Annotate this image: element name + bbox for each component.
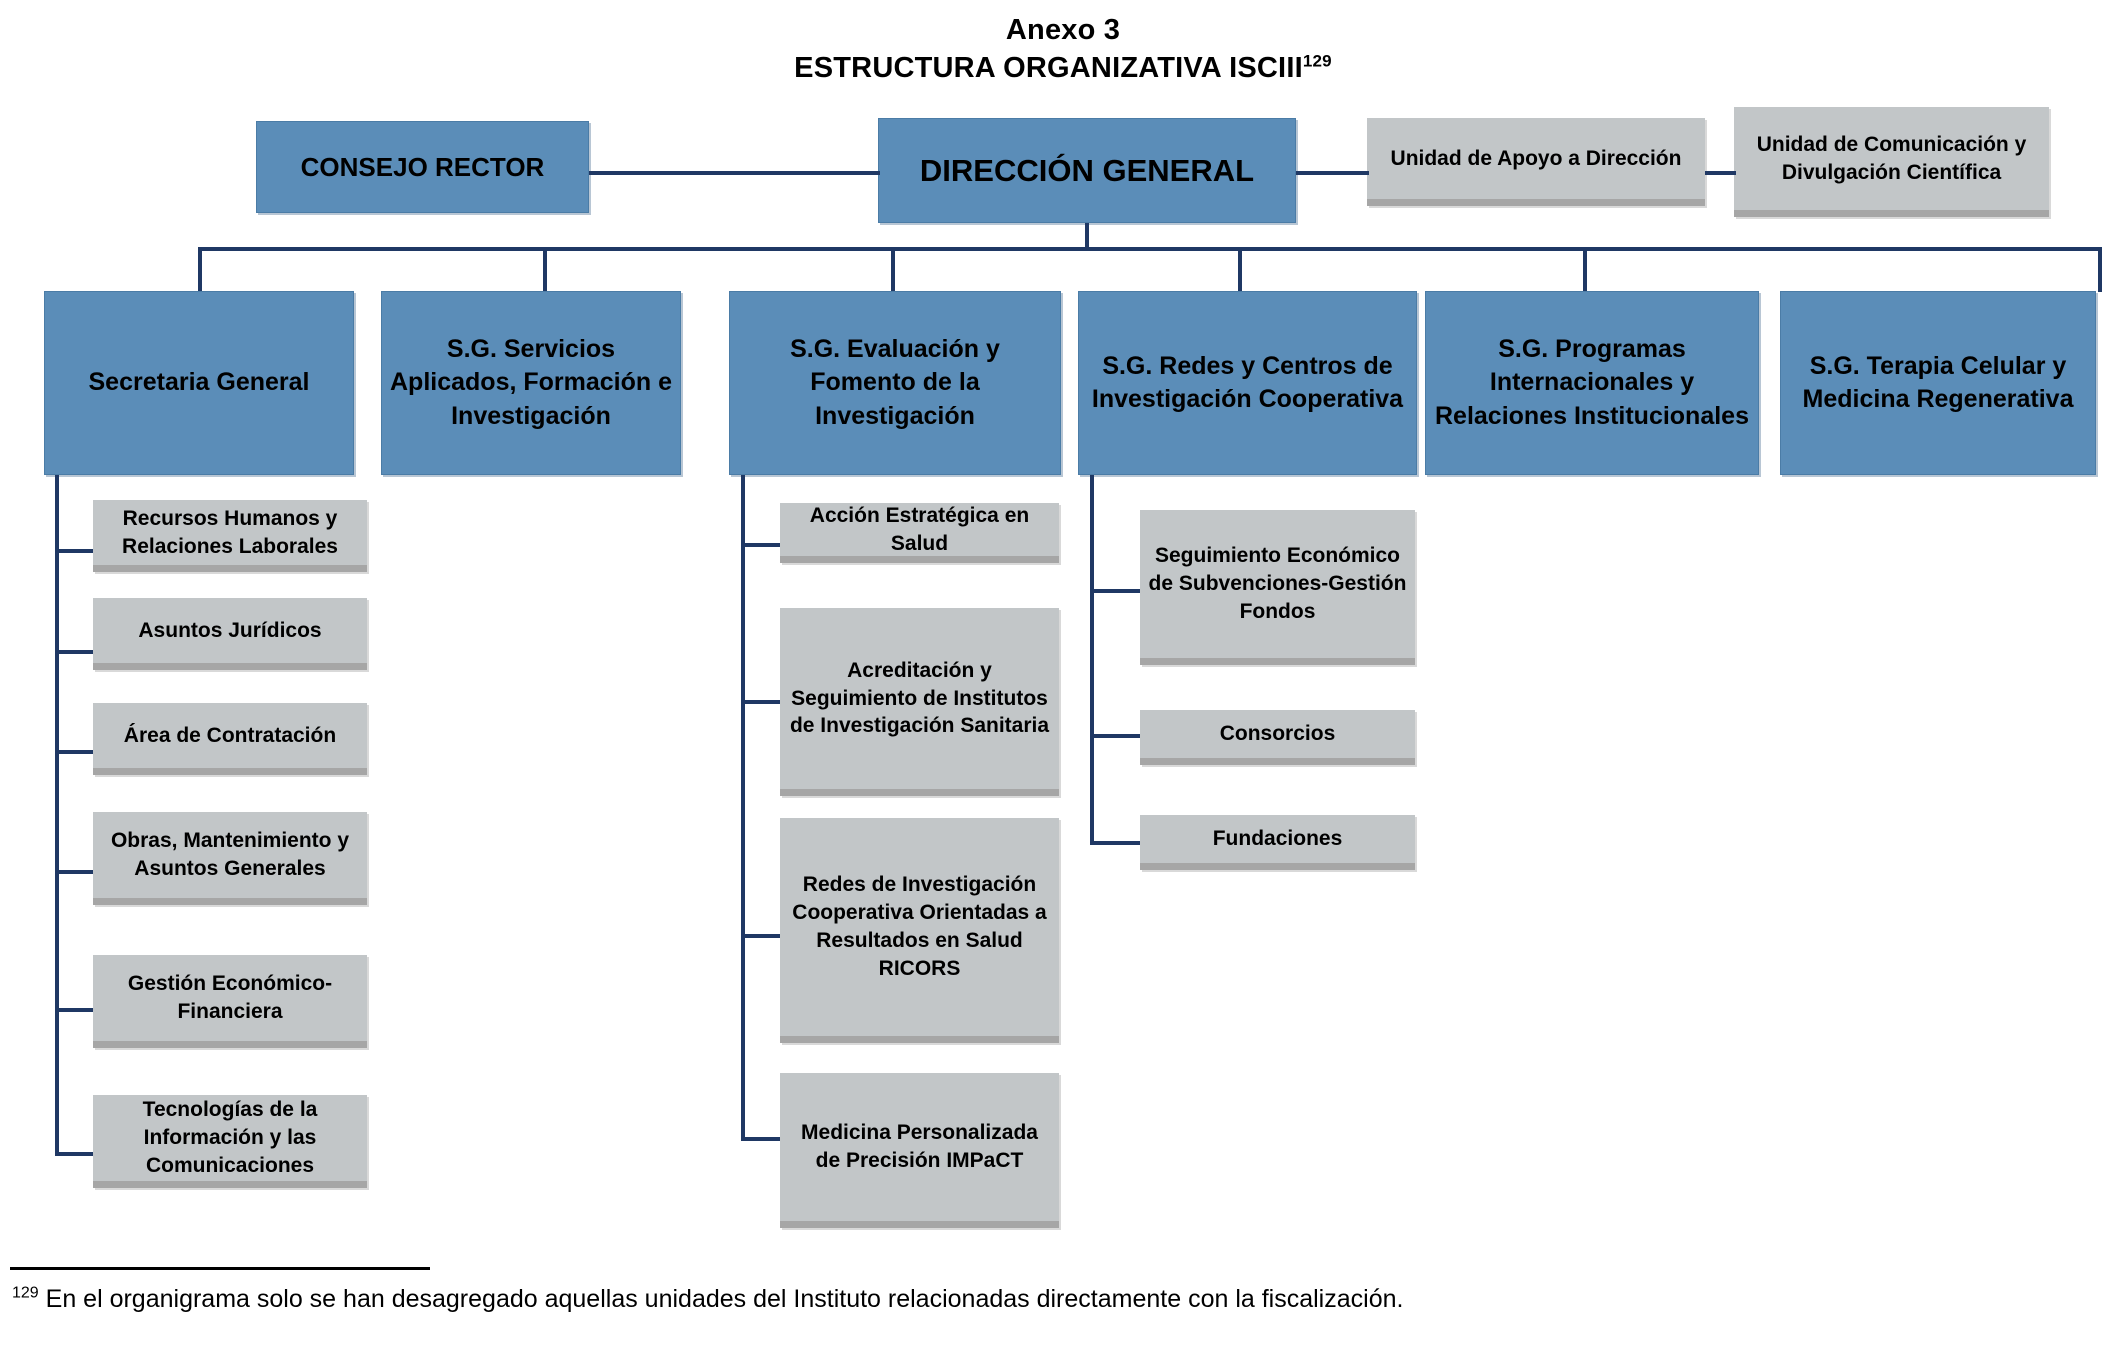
child-fundaciones[interactable]: Fundaciones	[1140, 815, 1415, 870]
node-sg-programas-internacionales-label: S.G. Programas Internacionales y Relacio…	[1435, 335, 1749, 430]
connector-redes-trunk	[1090, 475, 1094, 845]
connector-unidad-apoyo-to-unidad-comunicacion	[1705, 171, 1736, 175]
connector-drop-sg-redes	[1238, 247, 1242, 292]
child-accion-estrategica-salud[interactable]: Acción Estratégica en Salud	[780, 503, 1059, 563]
child-obras-mantenimiento[interactable]: Obras, Mantenimiento y Asuntos Generales	[93, 812, 367, 905]
node-sg-servicios-aplicados-label: S.G. Servicios Aplicados, Formación e In…	[390, 335, 673, 430]
connector-sg-bus	[198, 247, 2100, 251]
child-accion-estrategica-salud-label: Acción Estratégica en Salud	[809, 503, 1030, 555]
child-redes-ricors[interactable]: Redes de Investigación Cooperativa Orien…	[780, 818, 1059, 1043]
connector-drop-sg-programas	[1583, 247, 1587, 292]
node-sg-terapia-celular[interactable]: S.G. Terapia Celular y Medicina Regenera…	[1780, 291, 2096, 475]
child-redes-ricors-label: Redes de Investigación Cooperativa Orien…	[792, 873, 1047, 980]
connector-drop-sg-evaluacion	[891, 247, 895, 292]
title-main-text: ESTRUCTURA ORGANIZATIVA ISCIII	[794, 51, 1303, 84]
node-secretaria-general-label: Secretaria General	[88, 368, 310, 397]
connector-redes-child-1	[1090, 589, 1140, 593]
footnote: 129 En el organigrama solo se han desagr…	[12, 1285, 2012, 1314]
connector-evaluacion-child-2	[741, 700, 780, 704]
child-medicina-impact-label: Medicina Personalizada de Precisión IMPa…	[801, 1121, 1038, 1172]
connector-secretaria-child-1	[55, 549, 93, 553]
connector-secretaria-child-6	[55, 1152, 93, 1156]
node-direccion-general[interactable]: DIRECCIÓN GENERAL	[878, 118, 1296, 223]
child-tecnologias-informacion-label: Tecnologías de la Información y las Comu…	[142, 1098, 318, 1177]
child-area-contratacion[interactable]: Área de Contratación	[93, 703, 367, 775]
footnote-text: En el organigrama solo se han desagregad…	[38, 1285, 1404, 1313]
child-consorcios-label: Consorcios	[1219, 722, 1336, 746]
title-footnote-marker: 129	[1302, 51, 1332, 71]
connector-direccion-drop	[1085, 223, 1089, 249]
child-tecnologias-informacion[interactable]: Tecnologías de la Información y las Comu…	[93, 1095, 367, 1188]
node-sg-terapia-celular-label: S.G. Terapia Celular y Medicina Regenera…	[1802, 351, 2074, 413]
node-sg-evaluacion-fomento[interactable]: S.G. Evaluación y Fomento de la Investig…	[729, 291, 1061, 475]
node-secretaria-general[interactable]: Secretaria General	[44, 291, 354, 475]
child-recursos-humanos[interactable]: Recursos Humanos y Relaciones Laborales	[93, 500, 367, 572]
page-title: Anexo 3 ESTRUCTURA ORGANIZATIVA ISCIII12…	[0, 12, 2126, 87]
child-acreditacion-seguimiento-label: Acreditación y Seguimiento de Institutos…	[789, 658, 1050, 738]
child-asuntos-juridicos[interactable]: Asuntos Jurídicos	[93, 598, 367, 670]
connector-evaluacion-child-4	[741, 1137, 780, 1141]
connector-secretaria-child-4	[55, 870, 93, 874]
connector-direccion-to-unidad-apoyo	[1296, 171, 1369, 175]
child-gestion-economico-financiera-label: Gestión Económico-Financiera	[127, 972, 333, 1023]
connector-secretaria-child-5	[55, 1008, 93, 1012]
child-seguimiento-economico[interactable]: Seguimiento Económico de Subvenciones-Ge…	[1140, 510, 1415, 665]
node-sg-programas-internacionales[interactable]: S.G. Programas Internacionales y Relacio…	[1425, 291, 1759, 475]
child-fundaciones-label: Fundaciones	[1212, 827, 1343, 851]
child-seguimiento-economico-label: Seguimiento Económico de Subvenciones-Ge…	[1148, 544, 1407, 623]
node-consejo-rector-label: CONSEJO RECTOR	[300, 151, 545, 182]
node-unidad-comunicacion[interactable]: Unidad de Comunicación y Divulgación Cie…	[1734, 107, 2049, 217]
node-unidad-apoyo-direccion-label: Unidad de Apoyo a Dirección	[1390, 146, 1682, 170]
connector-evaluacion-child-1	[741, 543, 780, 547]
connector-secretaria-child-3	[55, 750, 93, 754]
footnote-separator	[10, 1267, 430, 1270]
node-sg-servicios-aplicados[interactable]: S.G. Servicios Aplicados, Formación e In…	[381, 291, 681, 475]
child-gestion-economico-financiera[interactable]: Gestión Económico-Financiera	[93, 955, 367, 1048]
connector-drop-sg-terapia	[2098, 247, 2102, 292]
node-unidad-comunicacion-label: Unidad de Comunicación y Divulgación Cie…	[1756, 132, 2027, 184]
child-medicina-impact[interactable]: Medicina Personalizada de Precisión IMPa…	[780, 1073, 1059, 1228]
connector-consejo-to-direccion	[589, 171, 880, 175]
child-acreditacion-seguimiento[interactable]: Acreditación y Seguimiento de Institutos…	[780, 608, 1059, 796]
node-unidad-apoyo-direccion[interactable]: Unidad de Apoyo a Dirección	[1367, 118, 1705, 206]
child-area-contratacion-label: Área de Contratación	[123, 723, 337, 747]
node-direccion-general-label: DIRECCIÓN GENERAL	[919, 152, 1255, 188]
connector-drop-sg-servicios	[543, 247, 547, 292]
connector-redes-child-2	[1090, 734, 1140, 738]
title-line-anexo: Anexo 3	[1005, 14, 1121, 46]
node-sg-evaluacion-fomento-label: S.G. Evaluación y Fomento de la Investig…	[790, 335, 1000, 430]
connector-evaluacion-child-3	[741, 934, 780, 938]
footnote-marker: 129	[12, 1284, 39, 1302]
child-recursos-humanos-label: Recursos Humanos y Relaciones Laborales	[122, 506, 338, 558]
title-line-estructura: ESTRUCTURA ORGANIZATIVA ISCIII129	[0, 50, 2126, 88]
connector-redes-child-3	[1090, 841, 1140, 845]
connector-drop-secretaria-general	[198, 247, 202, 292]
connector-evaluacion-trunk	[741, 475, 745, 1140]
connector-secretaria-trunk	[55, 475, 59, 1155]
child-consorcios[interactable]: Consorcios	[1140, 710, 1415, 765]
connector-secretaria-child-2	[55, 650, 93, 654]
node-consejo-rector[interactable]: CONSEJO RECTOR	[256, 121, 589, 213]
node-sg-redes-centros-label: S.G. Redes y Centros de Investigación Co…	[1091, 351, 1404, 413]
child-obras-mantenimiento-label: Obras, Mantenimiento y Asuntos Generales	[110, 829, 350, 880]
child-asuntos-juridicos-label: Asuntos Jurídicos	[138, 618, 322, 642]
node-sg-redes-centros[interactable]: S.G. Redes y Centros de Investigación Co…	[1078, 291, 1417, 475]
